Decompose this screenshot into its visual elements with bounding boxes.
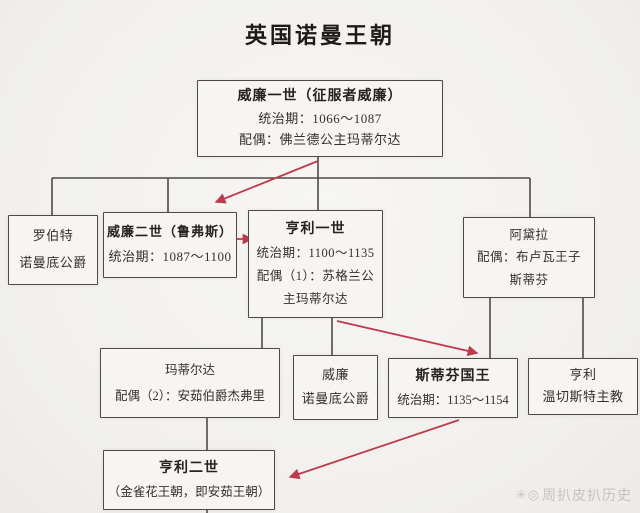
node-spouse-cont: 主玛蒂尔达 <box>282 292 348 307</box>
node-title: 亨利二世 <box>159 460 219 476</box>
succession-arrow-w1-to-w2 <box>214 160 319 204</box>
node-spouse-cont: 斯蒂芬 <box>509 272 549 287</box>
node-title: 阿黛拉 <box>509 227 549 242</box>
node-subtitle: 诺曼底公爵 <box>301 391 370 407</box>
node-stephen: 斯蒂芬国王 统治期：1135～1154 <box>388 358 518 418</box>
node-title: 玛蒂尔达 <box>164 362 215 377</box>
watermark: ✳◎ 周扒皮扒历史 <box>516 485 632 505</box>
node-reign: 统治期：1066～1087 <box>258 110 382 126</box>
node-adela: 阿黛拉 配偶：布卢瓦王子 斯蒂芬 <box>463 217 595 298</box>
succession-arrow-h1-to-stephen <box>336 320 479 357</box>
node-henry2: 亨利二世 （金雀花王朝，即安茹王朝） <box>103 450 275 510</box>
node-henry-bishop: 亨利 温切斯特主教 <box>528 358 638 415</box>
node-william1: 威廉一世（征服者威廉） 统治期：1066～1087 配偶：佛兰德公主玛蒂尔达 <box>197 80 443 157</box>
node-reign: 统治期：1100～1135 <box>256 246 375 261</box>
node-reign: 统治期：1087～1100 <box>108 249 232 264</box>
node-matilda: 玛蒂尔达 配偶（2）：安茹伯爵杰弗里 <box>100 348 280 418</box>
node-title: 威廉 <box>321 366 349 382</box>
node-spouse: 配偶（2）：安茹伯爵杰弗里 <box>114 388 265 403</box>
succession-arrows <box>214 160 479 480</box>
node-title: 亨利 <box>569 367 597 383</box>
node-subtitle: 温切斯特主教 <box>542 389 624 404</box>
node-reign: 统治期：1135～1154 <box>397 392 509 407</box>
node-title: 亨利一世 <box>285 221 346 237</box>
node-william-duke: 威廉 诺曼底公爵 <box>293 355 378 420</box>
node-title: 威廉二世（鲁弗斯） <box>107 224 234 240</box>
watermark-text: 周扒皮扒历史 <box>542 487 632 503</box>
node-spouse: 配偶：佛兰德公主玛蒂尔达 <box>238 131 401 147</box>
node-title: 斯蒂芬国王 <box>415 368 491 384</box>
node-spouse: 配偶（1）：苏格兰公 <box>256 269 375 284</box>
node-henry1: 亨利一世 统治期：1100～1135 配偶（1）：苏格兰公 主玛蒂尔达 <box>248 210 383 318</box>
watermark-icon: ✳◎ <box>515 487 540 502</box>
node-title: 威廉一世（征服者威廉） <box>237 89 403 105</box>
node-subtitle: （金雀花王朝，即安茹王朝） <box>107 484 271 499</box>
connector-lines <box>51 155 584 513</box>
node-robert: 罗伯特 诺曼底公爵 <box>8 215 98 285</box>
node-william2: 威廉二世（鲁弗斯） 统治期：1087～1100 <box>103 212 237 278</box>
page-title: 英国诺曼王朝 <box>244 23 395 48</box>
succession-arrow-stephen-to-h2 <box>288 419 460 480</box>
node-subtitle: 诺曼底公爵 <box>19 254 87 270</box>
node-spouse: 配偶：布卢瓦王子 <box>476 250 581 265</box>
node-title: 罗伯特 <box>32 228 74 244</box>
